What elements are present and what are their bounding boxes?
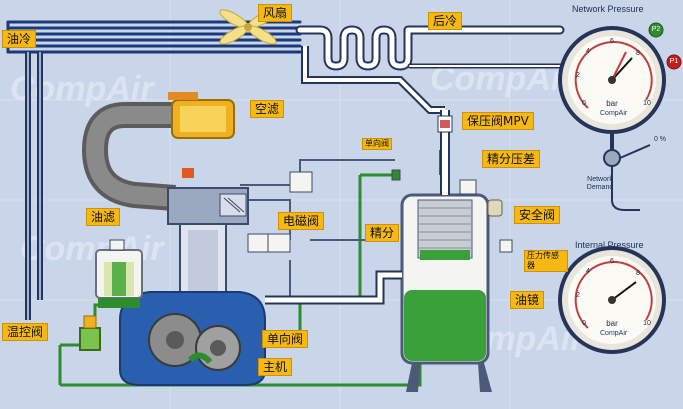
air-filter [168,92,235,139]
p2-label: P2 [651,26,661,33]
internal-tick-6: 6 [610,258,614,265]
network-gauge-unit: bar [606,99,618,108]
label-separator-dp: 精分压差 [482,150,541,168]
label-pressure-sensor: 压力传感器 [524,250,568,272]
network-tick-2: 2 [576,72,580,79]
network-pressure-title: Network Pressure [572,4,644,14]
thermostatic-valve [79,315,101,351]
network-tick-6: 6 [610,38,614,45]
network-demand-label: Network Demand [586,176,614,191]
internal-pressure-gauge [558,246,666,354]
internal-tick-8: 8 [636,270,640,277]
airend-discharge [265,270,402,305]
oil-filter [95,249,143,308]
discharge-pipe [301,46,445,114]
internal-tick-4: 4 [586,268,590,275]
network-tick-4: 4 [586,48,590,55]
label-separator: 精分 [365,224,400,242]
watermark: CompAir [10,70,154,108]
label-mpv: 保压阀MPV [462,112,534,130]
airend [119,291,266,386]
label-aftercooler: 后冷 [428,12,463,30]
internal-gauge-brand: CompAir [600,330,628,337]
aftercooler-coil [295,25,583,71]
network-tick-10: 10 [643,100,651,107]
intake-elbow [81,102,176,211]
p1-label: P1 [669,58,679,65]
label-safety-valve: 安全阀 [514,206,561,224]
internal-tick-10: 10 [643,320,651,327]
percent-label: 0 % [653,136,667,143]
label-oil-filter: 油滤 [86,208,121,226]
internal-pressure-title: Internal Pressure [575,240,644,250]
label-thermostatic-valve: 温控阀 [2,323,49,341]
internal-tick-2: 2 [576,292,580,299]
control-valve-boxes [109,169,513,253]
label-sight-glass: 油镜 [510,291,545,309]
network-pressure-gauge [558,22,682,134]
network-demand-valve [603,132,651,211]
label-check-valve-bottom: 单向阀 [262,330,309,348]
network-tick-0: 0 [582,100,586,107]
mpv-pipe [437,110,453,195]
internal-tick-0: 0 [582,320,586,327]
left-oil-lines [25,52,43,320]
safety-valve [487,199,503,217]
label-airend: 主机 [258,358,293,376]
label-oil-cooler: 油冷 [2,30,37,48]
label-air-filter: 空滤 [250,100,285,118]
intake-valve [167,168,249,225]
label-solenoid-valve: 电磁阀 [278,212,325,230]
internal-gauge-unit: bar [606,319,618,328]
label-check-valve-top: 单向阀 [362,138,392,150]
network-tick-8: 8 [636,50,640,57]
network-gauge-brand: CompAir [600,110,628,117]
separator-tank [400,193,492,392]
label-fan: 风扇 [258,4,293,22]
